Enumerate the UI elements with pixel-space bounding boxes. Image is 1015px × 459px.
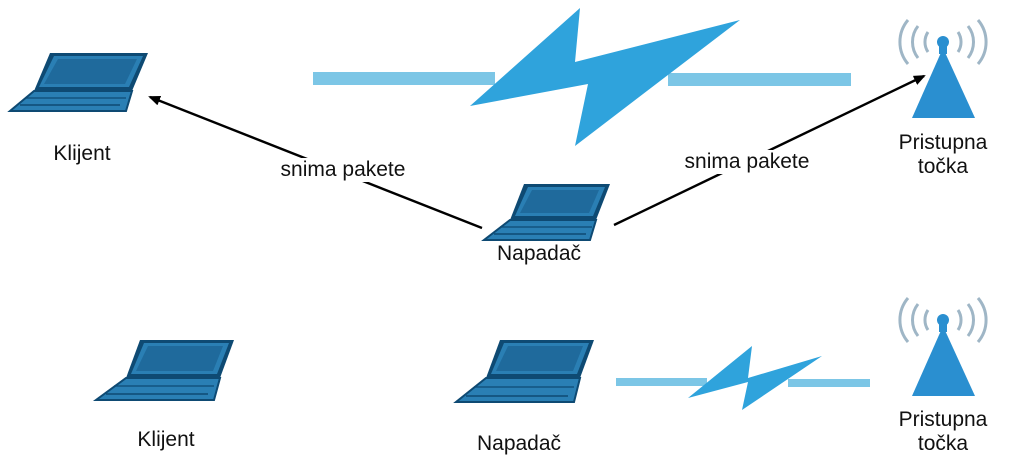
bottom-ap-label-line2: točka — [917, 432, 969, 455]
bottom-client-laptop-icon — [92, 340, 234, 401]
bottom-ap-label-line1: Pristupna — [898, 408, 988, 431]
top-link-bar-right — [668, 73, 851, 86]
top-attacker-laptop-icon — [481, 184, 610, 241]
top-client-laptop-icon — [7, 53, 148, 112]
top-ap-label-line2: točka — [917, 155, 969, 178]
top-access-point-tower-icon — [898, 19, 988, 118]
top-arrow-left-label: snima pakete — [230, 158, 456, 182]
bottom-attacker-laptop-icon — [453, 340, 594, 403]
top-client-label: Klijent — [53, 142, 111, 165]
top-arrow-right-label: snima pakete — [634, 150, 860, 174]
top-attacker-label: Napadač — [496, 242, 582, 265]
bottom-client-label: Klijent — [137, 428, 195, 451]
bottom-link-bar-right — [788, 379, 870, 387]
bottom-link-bar-left — [616, 378, 707, 386]
bottom-attacker-label: Napadač — [476, 432, 562, 455]
top-lightning-bolt-icon — [470, 8, 740, 146]
top-ap-label-line1: Pristupna — [898, 131, 988, 154]
bottom-access-point-tower-icon — [898, 297, 988, 396]
top-link-bar-left — [313, 72, 495, 85]
bottom-lightning-bolt-icon — [688, 346, 822, 410]
